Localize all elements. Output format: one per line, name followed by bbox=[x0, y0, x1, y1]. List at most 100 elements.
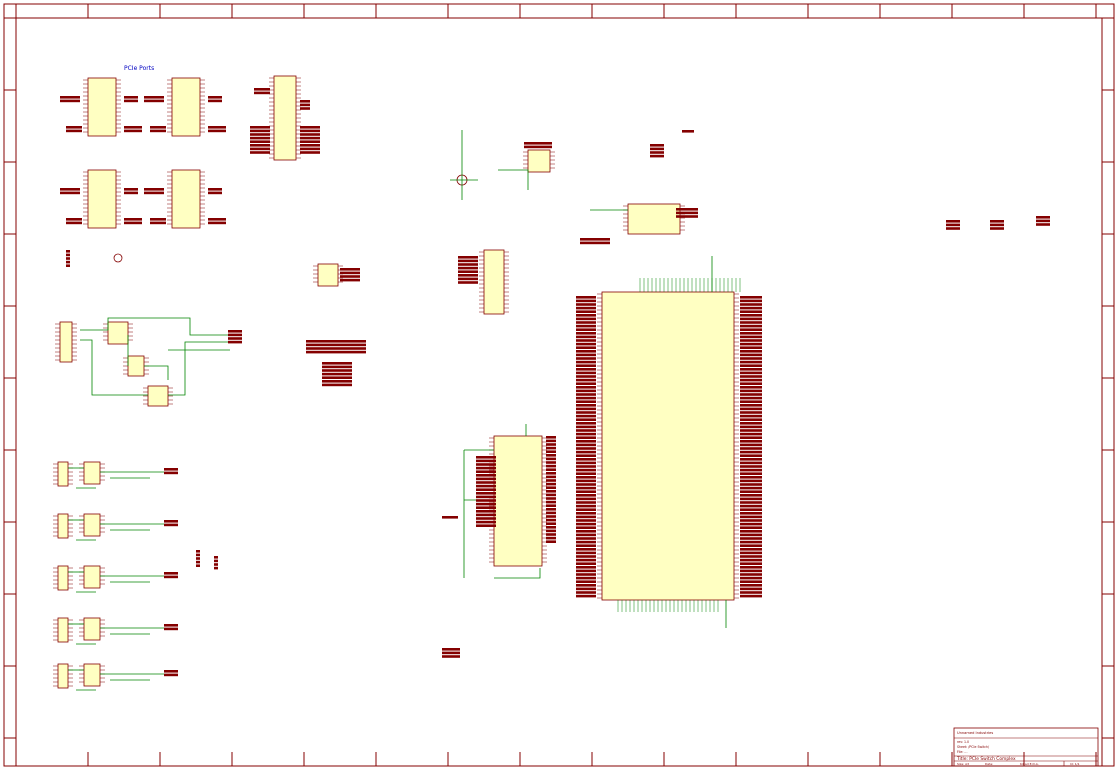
net-label bbox=[322, 376, 352, 379]
pcie-port-chip bbox=[87, 169, 117, 229]
net-label bbox=[340, 278, 360, 282]
module-chip bbox=[627, 203, 681, 235]
net-label bbox=[576, 422, 596, 425]
net-label bbox=[576, 468, 596, 472]
net-label bbox=[740, 342, 762, 346]
net-label bbox=[250, 133, 270, 136]
net-label bbox=[546, 508, 556, 511]
usb-connector bbox=[57, 565, 69, 591]
net-label bbox=[576, 404, 596, 407]
net-label bbox=[650, 147, 664, 151]
net-label bbox=[740, 389, 762, 393]
net-label bbox=[740, 346, 762, 349]
net-label bbox=[576, 486, 596, 490]
net-label bbox=[740, 382, 762, 385]
net-label bbox=[740, 321, 762, 324]
usb-connector bbox=[57, 461, 69, 487]
net-label bbox=[676, 215, 698, 218]
net-label bbox=[576, 414, 596, 418]
net-label bbox=[576, 508, 596, 511]
net-label bbox=[476, 495, 496, 499]
net-label bbox=[546, 515, 556, 518]
wire bbox=[80, 339, 148, 396]
net-label bbox=[576, 504, 596, 508]
net-label bbox=[66, 260, 70, 264]
net-label bbox=[576, 548, 596, 551]
net-label bbox=[164, 520, 178, 523]
usb-chip bbox=[83, 565, 101, 589]
net-label bbox=[576, 346, 596, 349]
outer-frame bbox=[3, 3, 1115, 767]
net-label bbox=[740, 486, 762, 490]
net-label bbox=[300, 136, 320, 140]
net-label bbox=[66, 218, 82, 221]
net-label bbox=[740, 335, 762, 339]
net-label bbox=[740, 483, 762, 486]
net-label bbox=[228, 330, 242, 333]
net-label bbox=[476, 520, 496, 524]
net-label bbox=[144, 188, 164, 191]
net-label bbox=[740, 504, 762, 508]
net-label bbox=[576, 396, 596, 400]
net-label bbox=[306, 340, 366, 343]
net-label bbox=[576, 447, 596, 450]
net-label bbox=[150, 218, 166, 221]
pcie-port-chip bbox=[87, 77, 117, 137]
net-label bbox=[740, 414, 762, 418]
net-label bbox=[576, 576, 596, 580]
wire bbox=[498, 169, 529, 190]
net-label bbox=[580, 238, 610, 241]
net-label bbox=[740, 580, 762, 583]
net-label bbox=[740, 404, 762, 407]
net-label bbox=[546, 497, 556, 500]
net-label bbox=[458, 256, 478, 259]
net-label bbox=[442, 648, 460, 651]
frame-ticks bbox=[4, 4, 1114, 766]
net-label bbox=[124, 99, 138, 103]
net-label bbox=[576, 353, 596, 357]
net-label bbox=[576, 569, 596, 573]
net-label bbox=[576, 436, 596, 439]
net-label bbox=[740, 555, 762, 558]
net-label bbox=[476, 517, 496, 520]
net-label bbox=[546, 533, 556, 536]
net-label bbox=[576, 530, 596, 533]
net-label bbox=[322, 372, 352, 376]
net-label bbox=[144, 96, 164, 99]
net-label bbox=[442, 516, 458, 519]
net-label bbox=[740, 429, 762, 432]
net-label bbox=[740, 324, 762, 328]
net-label bbox=[250, 147, 270, 151]
net-label bbox=[946, 223, 960, 227]
net-label bbox=[124, 221, 142, 225]
net-label bbox=[740, 540, 762, 544]
net-label bbox=[740, 443, 762, 447]
net-label bbox=[990, 223, 1004, 227]
title-block-line1: rev: 1.0 bbox=[957, 740, 969, 744]
net-label bbox=[306, 347, 366, 350]
net-label bbox=[740, 447, 762, 450]
net-label bbox=[208, 96, 222, 99]
net-label bbox=[476, 463, 496, 466]
net-label bbox=[576, 533, 596, 537]
regulator-chip bbox=[107, 321, 129, 345]
net-label bbox=[196, 550, 200, 553]
usb-connector bbox=[57, 663, 69, 689]
net-label bbox=[300, 151, 320, 154]
net-label bbox=[740, 537, 762, 540]
net-label bbox=[214, 563, 218, 566]
net-label bbox=[442, 655, 460, 658]
net-label bbox=[576, 501, 596, 504]
net-label bbox=[66, 264, 70, 267]
net-label bbox=[740, 468, 762, 472]
net-label bbox=[458, 259, 478, 263]
net-label bbox=[164, 624, 178, 627]
net-label bbox=[476, 466, 496, 470]
net-label bbox=[524, 145, 552, 149]
net-label bbox=[946, 227, 960, 230]
title-block-line2: Sheet: /PCIe Switch/ bbox=[957, 745, 990, 749]
net-label bbox=[650, 151, 664, 154]
net-label bbox=[990, 220, 1004, 223]
net-label bbox=[546, 443, 556, 446]
net-label bbox=[576, 328, 596, 331]
